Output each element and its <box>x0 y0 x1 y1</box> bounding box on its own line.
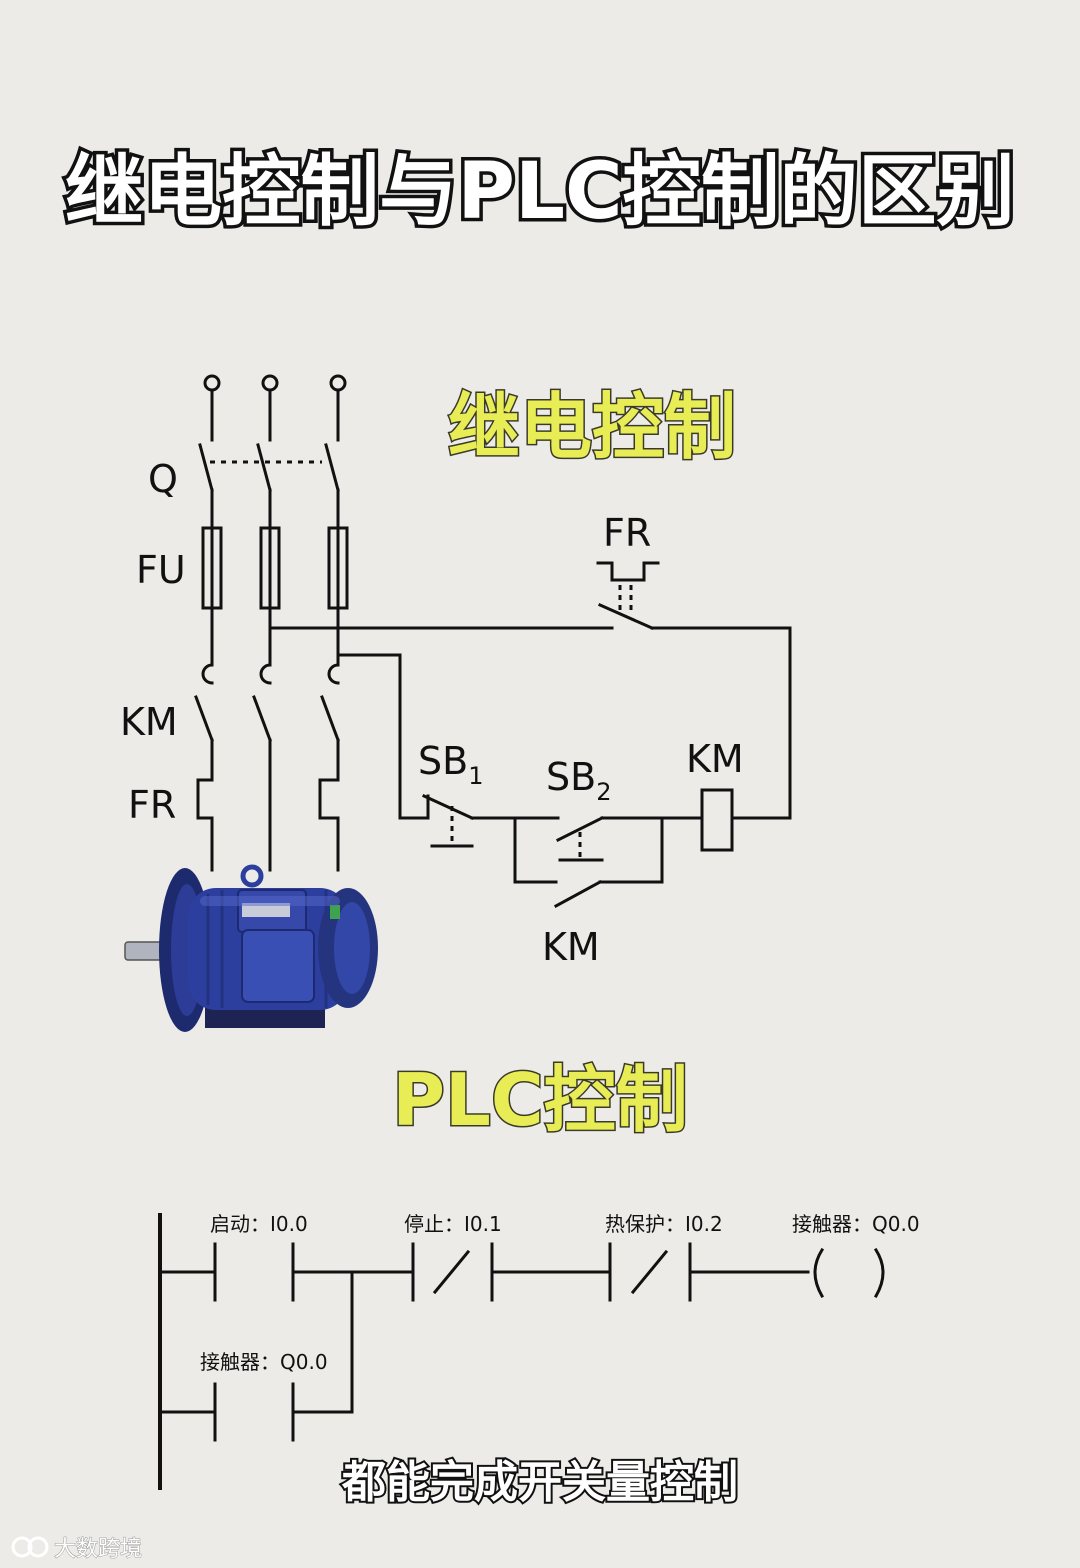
fu-fuses <box>201 526 349 610</box>
plc-section-heading: PLC控制 <box>392 1058 688 1142</box>
km-main-contacts <box>194 663 340 742</box>
label-km-coil: KM <box>686 737 744 781</box>
power-terminals <box>203 374 347 392</box>
main-circuit-wires <box>210 388 340 872</box>
ladder-contact-stop <box>411 1242 494 1302</box>
label-km-main: KM <box>120 700 178 744</box>
electric-motor-icon <box>124 864 378 1032</box>
label-q: Q <box>148 457 178 501</box>
label-fu: FU <box>136 548 186 592</box>
ladder-label-hold: 接触器：Q0.0 <box>200 1350 328 1374</box>
caption: 都能完成开关量控制 <box>341 1457 738 1508</box>
ladder-label-thermal: 热保护：I0.2 <box>605 1212 723 1236</box>
label-sb1: SB1 <box>418 739 483 790</box>
watermark: 大数跨境 <box>11 1536 143 1563</box>
watermark-text: 大数跨境 <box>54 1537 142 1562</box>
ladder-wires <box>158 1213 810 1490</box>
km-coil <box>700 788 734 852</box>
ladder-label-coil: 接触器：Q0.0 <box>792 1212 920 1236</box>
ladder-label-stop: 停止：I0.1 <box>404 1212 502 1236</box>
label-fr-contact: FR <box>603 511 651 555</box>
label-km-hold: KM <box>542 925 600 969</box>
ladder-contact-thermal <box>608 1242 692 1302</box>
sb1-stop-button <box>422 794 474 848</box>
sb2-start-button <box>555 815 605 862</box>
q-isolator-switch <box>198 443 340 492</box>
ladder-contact-hold <box>213 1382 295 1442</box>
fr-nc-contact <box>596 561 660 630</box>
km-holding-contact <box>553 879 603 909</box>
label-sb2: SB2 <box>546 755 611 806</box>
control-circuit-wires <box>268 626 792 884</box>
page-title: 继电控制与PLC控制的区别 <box>65 147 1015 237</box>
label-fr-main: FR <box>128 783 176 827</box>
ladder-coil-contactor <box>813 1247 885 1299</box>
ladder-label-start: 启动：I0.0 <box>210 1212 308 1236</box>
relay-section-heading: 继电控制 <box>448 385 736 469</box>
fr-thermal-elements <box>196 778 340 820</box>
watermark-logo-icon <box>11 1536 33 1558</box>
ladder-contact-start <box>213 1242 295 1302</box>
